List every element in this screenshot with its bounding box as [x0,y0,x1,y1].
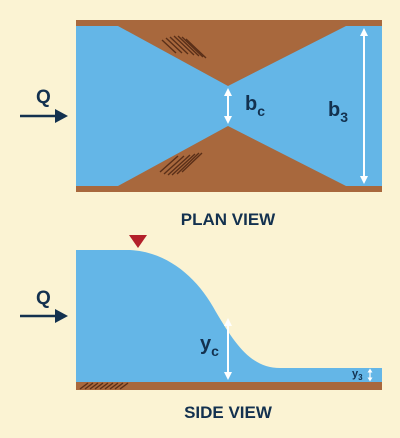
critical-depth-subscript: c [211,343,219,359]
plan-top-bank [76,20,382,26]
throat-width-subscript: c [257,103,265,119]
side-water [76,250,382,382]
plan-upper-hatch [161,35,207,59]
plan-flow-label: Q [36,87,51,108]
plan-flow-indicator: Q [20,87,68,123]
right-arrow-icon [20,109,68,123]
plan-view: bc b3 Q PLAN VIEW [20,20,382,229]
side-view: yc y3 Q SIDE VIEW [20,235,382,422]
side-flow-indicator: Q [20,288,68,323]
side-critical-depth-dimension: yc [200,318,232,380]
right-arrow-icon [20,309,68,323]
side-view-caption: SIDE VIEW [184,403,273,422]
inverted-triangle-icon [129,235,147,248]
side-flow-label: Q [36,288,51,309]
plan-view-caption: PLAN VIEW [181,210,276,229]
svg-text:y3: y3 [352,368,363,382]
side-bed-hatch [79,382,129,390]
svg-text:bc: bc [245,93,265,119]
plan-lower-contraction-wall [118,126,346,186]
tail-depth-subscript: 3 [358,373,363,382]
throat-width-label: b [245,93,257,115]
tail-depth-label: y [352,368,359,380]
side-channel-bed [76,382,382,390]
plan-lower-hatch [159,152,203,176]
downstream-width-label: b [328,99,340,121]
svg-text:b3: b3 [328,99,348,125]
svg-text:yc: yc [200,333,219,359]
downstream-width-subscript: 3 [340,109,348,125]
plan-bottom-bank [76,186,382,192]
critical-depth-label: y [200,333,212,355]
plan-throat-dimension: bc [224,88,265,124]
plan-downstream-dimension: b3 [328,28,368,184]
side-tail-depth-dimension: y3 [352,368,373,382]
